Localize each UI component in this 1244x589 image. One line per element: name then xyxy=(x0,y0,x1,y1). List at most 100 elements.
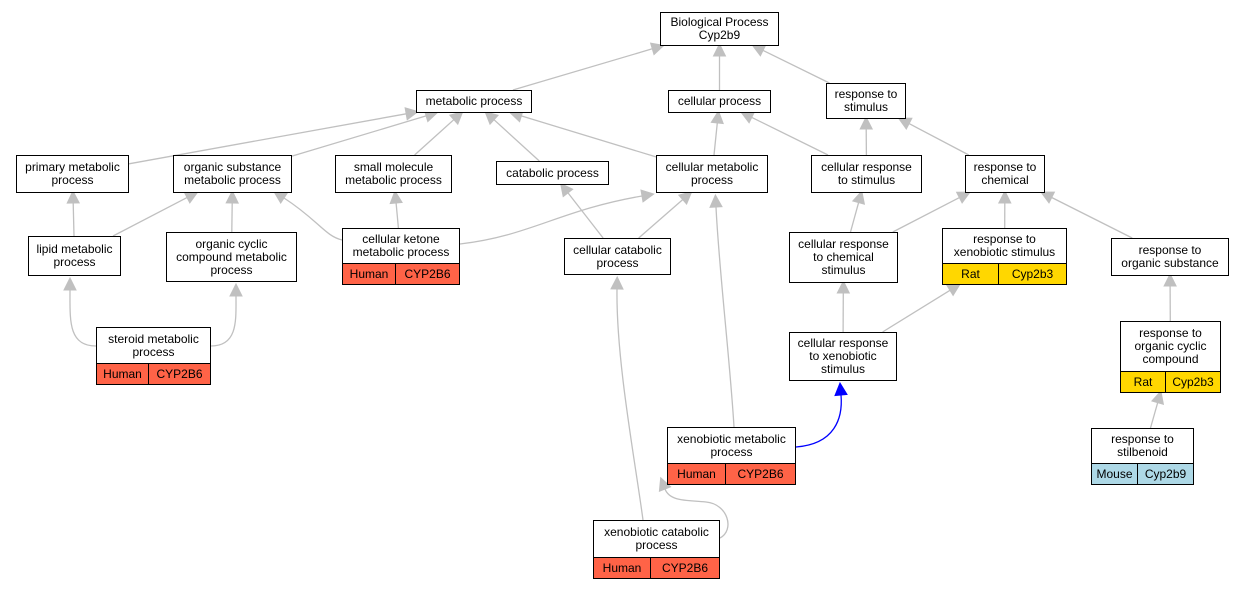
node-label: response to stilbenoid xyxy=(1111,432,1174,459)
edge-response-stimulus-to-root xyxy=(762,49,830,84)
node-cellular-response-xenobiotic[interactable]: cellular response to xenobiotic stimulus xyxy=(789,332,897,381)
edge-small-molecule-metabolic-to-metabolic xyxy=(414,119,455,156)
edge-lipid-metabolic-to-primary-metabolic xyxy=(72,202,75,237)
node-cellular-response-stimulus[interactable]: cellular response to stimulus xyxy=(811,155,922,193)
arrowhead xyxy=(945,283,962,297)
node-label: metabolic process xyxy=(425,94,523,108)
node-label: steroid metabolic process xyxy=(108,331,199,359)
node-response-chemical[interactable]: response to chemical xyxy=(965,155,1045,193)
arrowhead xyxy=(677,190,693,206)
edge-xenobiotic-catabolic-to-xenobiotic-metabolic xyxy=(664,488,729,539)
arrowhead xyxy=(1163,272,1177,287)
node-label: cellular process xyxy=(677,94,762,108)
arrowhead xyxy=(484,110,500,126)
species-cell: Human xyxy=(343,264,396,284)
node-label: cellular metabolic process xyxy=(665,160,759,187)
node-label: organic cyclic compound metabolic proces… xyxy=(176,236,287,277)
arrowhead xyxy=(389,189,403,205)
arrowhead xyxy=(225,189,240,204)
gene-cell: CYP2B6 xyxy=(396,264,459,284)
node-label: cellular response to xenobiotic stimulus xyxy=(797,336,889,376)
node-label: Biological Process Cyp2b9 xyxy=(670,15,769,42)
arrowhead xyxy=(836,279,851,294)
node-label: cellular response to chemical stimulus xyxy=(798,237,889,277)
edge-cellular-response-stimulus-to-cellular xyxy=(751,116,829,156)
node-label: small molecule metabolic process xyxy=(345,160,442,187)
species-cell: Mouse xyxy=(1092,464,1138,484)
gene-cell: CYP2B6 xyxy=(726,464,795,484)
species-cell: Rat xyxy=(943,264,999,284)
arrowhead xyxy=(1150,390,1165,406)
species-cell: Rat xyxy=(1121,372,1166,392)
node-cellular-catabolic[interactable]: cellular catabolic process xyxy=(564,238,671,275)
node-organic-cyclic-metabolic[interactable]: organic cyclic compound metabolic proces… xyxy=(166,232,297,282)
gene-cell: Cyp2b3 xyxy=(999,264,1066,284)
arrowhead xyxy=(63,276,77,291)
edge-cellular-metabolic-to-metabolic xyxy=(521,115,657,158)
arrowhead xyxy=(404,107,420,121)
node-small-molecule-metabolic[interactable]: small molecule metabolic process xyxy=(335,155,452,193)
node-metabolic[interactable]: metabolic process xyxy=(416,90,532,113)
gene-cell: Cyp2b9 xyxy=(1138,464,1193,484)
edge-xenobiotic-catabolic-to-cellular-catabolic xyxy=(616,288,644,521)
edge-metabolic-to-root xyxy=(512,48,653,91)
node-primary-metabolic[interactable]: primary metabolic process xyxy=(16,155,129,193)
node-label: response to organic substance xyxy=(1121,243,1219,270)
edge-response-organic-substance-to-response-chemical xyxy=(1051,196,1133,239)
node-label: xenobiotic metabolic process xyxy=(677,431,786,459)
node-lipid-metabolic[interactable]: lipid metabolic process xyxy=(28,236,121,276)
edge-cellular-metabolic-to-cellular xyxy=(713,122,718,156)
species-cell: Human xyxy=(668,464,726,484)
node-root[interactable]: Biological Process Cyp2b9 xyxy=(660,12,779,46)
node-cellular[interactable]: cellular process xyxy=(668,90,771,113)
arrowhead xyxy=(1040,191,1056,204)
gene-cell: Cyp2b3 xyxy=(1166,372,1220,392)
node-cellular-metabolic[interactable]: cellular metabolic process xyxy=(656,155,768,193)
edge-cellular-ketone-to-organic-substance-metabolic xyxy=(283,197,343,241)
arrowhead xyxy=(640,189,655,203)
arrowhead xyxy=(448,110,464,126)
arrowhead xyxy=(859,115,874,130)
node-label: cellular ketone metabolic process xyxy=(352,232,450,259)
gene-cell: CYP2B6 xyxy=(149,364,210,384)
node-response-organic-substance[interactable]: response to organic substance xyxy=(1111,238,1229,276)
node-label: lipid metabolic process xyxy=(36,242,113,269)
node-label: organic substance metabolic process xyxy=(183,160,282,187)
arrowhead xyxy=(610,275,624,290)
edge-catabolic-to-metabolic xyxy=(493,119,540,162)
edge-cellular-catabolic-to-catabolic xyxy=(567,192,604,239)
node-catabolic[interactable]: catabolic process xyxy=(496,161,609,185)
arrowhead xyxy=(709,193,723,208)
edge-lipid-metabolic-to-organic-substance-metabolic xyxy=(112,197,188,237)
node-label: response to chemical xyxy=(973,160,1037,187)
arrowhead xyxy=(229,282,243,297)
arrowhead xyxy=(66,189,81,204)
species-cell: Human xyxy=(97,364,149,384)
arrowhead xyxy=(955,191,971,204)
node-label: response to stimulus xyxy=(834,87,898,114)
arrowhead xyxy=(712,42,727,57)
arrowhead xyxy=(997,189,1012,204)
edge-cellular-response-chemical-to-response-chemical xyxy=(892,197,960,233)
node-cellular-response-chemical[interactable]: cellular response to chemical stimulus xyxy=(789,232,898,283)
node-response-stimulus[interactable]: response to stimulus xyxy=(826,83,906,119)
node-organic-substance-metabolic[interactable]: organic substance metabolic process xyxy=(173,155,292,193)
arrowhead xyxy=(559,182,574,198)
node-label: xenobiotic catabolic process xyxy=(604,525,709,552)
edge-organic-substance-metabolic-to-metabolic xyxy=(291,115,427,157)
edge-response-stilbenoid-to-response-organic-cyclic xyxy=(1149,402,1159,429)
